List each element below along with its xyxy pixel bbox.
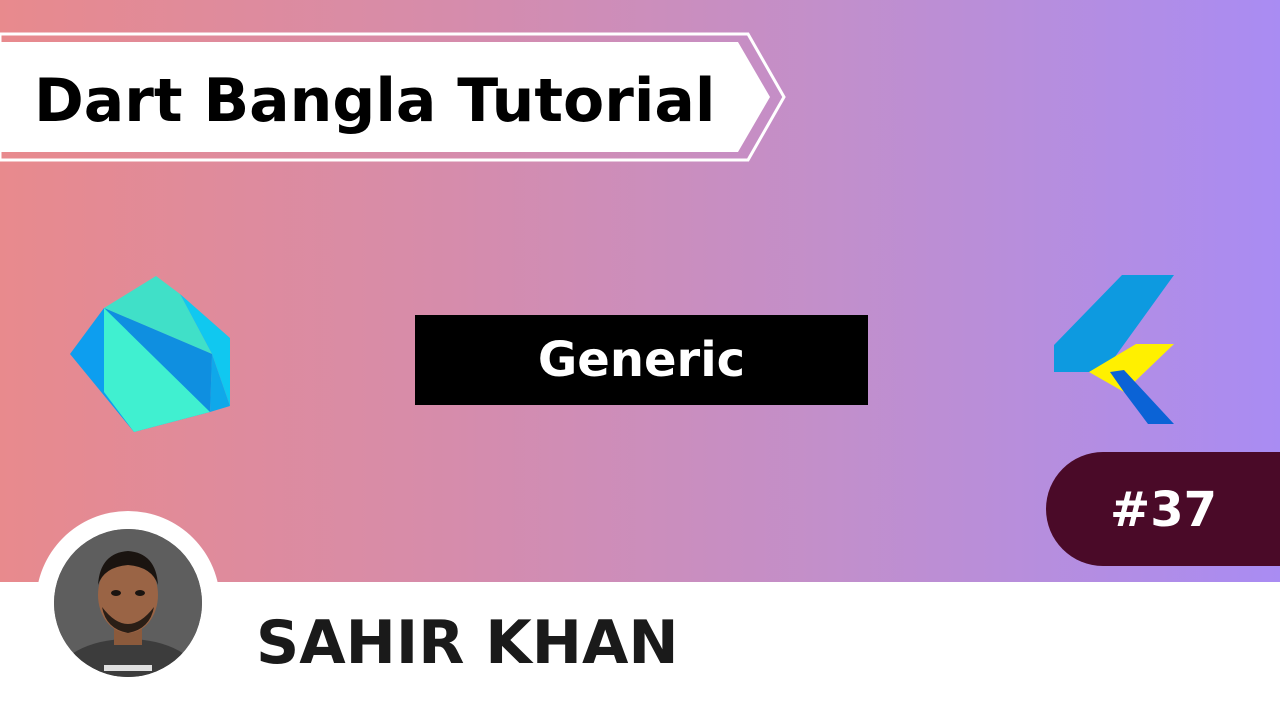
presenter-name: SAHIR KHAN bbox=[256, 608, 679, 678]
presenter-avatar-photo bbox=[54, 529, 202, 677]
episode-number: #37 bbox=[1110, 482, 1218, 538]
topic-box: Generic bbox=[415, 315, 868, 405]
episode-pill bbox=[1046, 452, 1280, 566]
tutorial-title: Dart Bangla Tutorial bbox=[34, 66, 716, 136]
flutter-logo-icon bbox=[1054, 275, 1174, 424]
title-banner bbox=[0, 32, 786, 162]
dart-logo-icon bbox=[70, 276, 230, 432]
presenter-avatar bbox=[54, 529, 202, 677]
topic-label: Generic bbox=[537, 332, 746, 388]
